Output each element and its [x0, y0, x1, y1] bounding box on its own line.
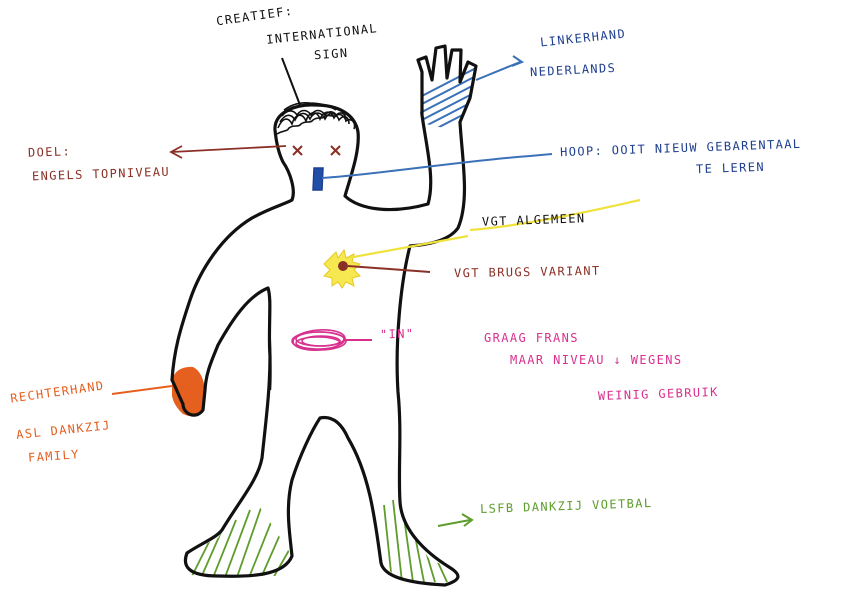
label-in: "IN" — [380, 327, 415, 340]
label-frans-1: GRAAG FRANS — [484, 332, 579, 344]
doel-arrow — [171, 146, 286, 158]
stomach-scribble — [292, 328, 346, 352]
hair-scribble — [277, 103, 355, 134]
mouth-mark — [313, 168, 323, 190]
vgt-brugs-connector — [348, 266, 430, 272]
label-creatief-3: SIGN — [314, 47, 349, 61]
label-frans-2: MAAR NIVEAU ↓ WEGENS — [510, 354, 683, 366]
body-outline — [172, 46, 476, 585]
rechterhand-connector — [112, 386, 172, 394]
label-doel-1: DOEL: — [28, 145, 72, 158]
label-rechterhand-3: FAMILY — [28, 448, 80, 464]
lsfb-arrow — [438, 514, 472, 526]
label-hoop-2: TE LEREN — [696, 161, 765, 175]
label-vgt-brugs: VGT BRUGS VARIANT — [454, 265, 601, 280]
label-vgt-algemeen: VGT ALGEMEEN — [482, 212, 586, 228]
eyes — [293, 146, 340, 155]
left-arm-inner-line — [269, 300, 270, 390]
linkerhand-arrow — [476, 56, 522, 80]
creatief-connector — [282, 58, 300, 105]
